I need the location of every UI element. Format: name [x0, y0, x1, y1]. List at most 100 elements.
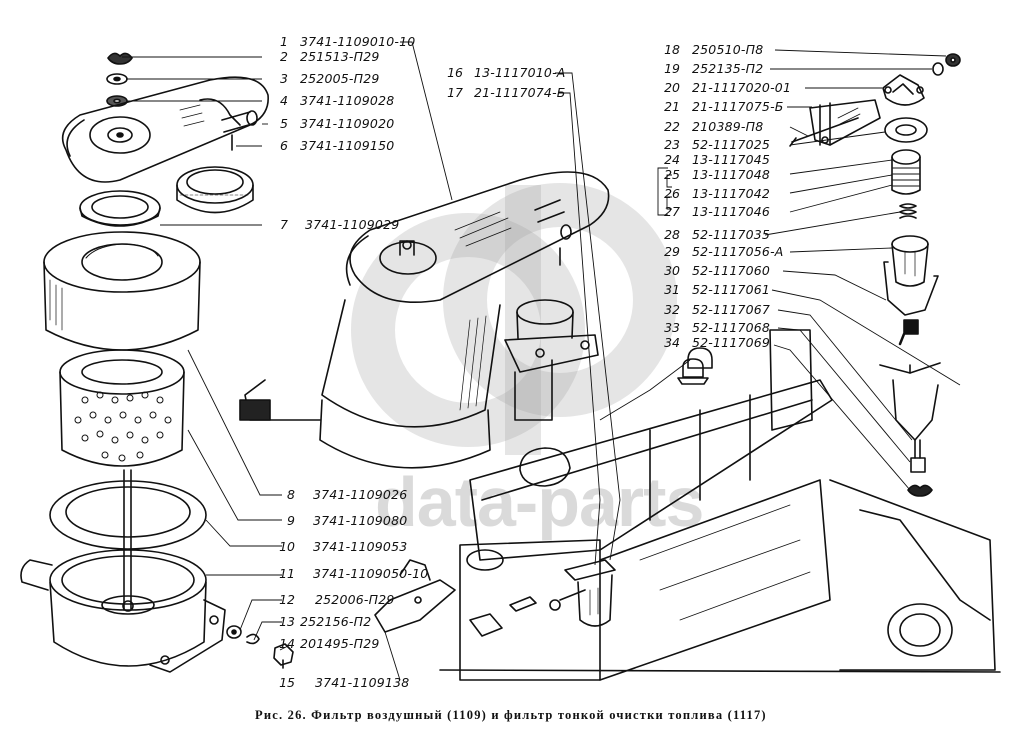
- callout-number: 1: [280, 34, 288, 49]
- bowl-clamp-30-icon: [883, 261, 939, 346]
- callout-number: 22: [664, 119, 680, 134]
- filter-cover-icon: [61, 76, 269, 183]
- part-code: 3741-1109050-10: [313, 566, 429, 581]
- part-code: 52-1117035: [692, 227, 771, 242]
- gasket-ring-icon: [176, 166, 254, 214]
- part-code: 52-1117061: [692, 282, 771, 297]
- callout-number: 23: [664, 137, 680, 152]
- callout-number: 21: [664, 99, 680, 114]
- part-code: 3741-1109138: [315, 675, 410, 690]
- part-code: 52-1117067: [692, 302, 771, 317]
- part-code: 210389-П8: [692, 119, 764, 134]
- part-code: 13-1117048: [692, 167, 771, 182]
- part-code: 3741-1109020: [300, 116, 395, 131]
- part-code: 13-1117042: [692, 186, 771, 201]
- part-code: 21-1117020-01: [692, 80, 792, 95]
- part-code: 252156-П2: [300, 614, 372, 629]
- figure-caption: Рис. 26. Фильтр воздушный (1109) и фильт…: [255, 708, 767, 722]
- part-code: 21-1117075-Б: [692, 99, 784, 114]
- callout-number: 20: [664, 80, 680, 95]
- callout-number: 8: [287, 487, 295, 502]
- filter-cap-20-icon: [882, 74, 925, 106]
- callout-number: 25: [664, 167, 680, 182]
- callout-number: 9: [287, 513, 295, 528]
- callout-number: 7: [280, 217, 288, 232]
- callout-number: 30: [664, 263, 680, 278]
- part-code: 52-1117025: [692, 137, 771, 152]
- callout-number: 14: [279, 636, 295, 651]
- bolt-14-icon: [273, 643, 294, 669]
- callout-number: 6: [280, 138, 288, 153]
- wing-nut-33-icon: [907, 484, 933, 497]
- seal-ring-icon: [79, 190, 161, 227]
- washer-12-icon: [226, 625, 242, 639]
- part-code: 13-1117046: [692, 204, 771, 219]
- part-code: 13-1117045: [692, 152, 771, 167]
- part-code: 3741-1109026: [313, 487, 408, 502]
- callout-number: 28: [664, 227, 680, 242]
- clamp-wire-31-icon: [879, 362, 941, 441]
- nut-18-icon: [945, 53, 961, 67]
- part-code: 52-1117060: [692, 263, 771, 278]
- callout-number: 12: [279, 592, 295, 607]
- lock-washer-13-icon: [246, 633, 260, 645]
- spring-28-icon: [899, 203, 917, 219]
- assembled-air-filter-icon: [239, 171, 610, 469]
- rod-icon: [123, 469, 132, 611]
- part-code: 3741-1109053: [313, 539, 408, 554]
- part-code: 13-1117010-А: [474, 65, 566, 80]
- callout-number: 27: [664, 204, 680, 219]
- washer-19-icon: [932, 62, 944, 76]
- connector-pipe-icon: [504, 299, 599, 421]
- callout-number: 16: [447, 65, 463, 80]
- callout-number: 19: [664, 61, 680, 76]
- callout-number: 32: [664, 302, 680, 317]
- filter-element-24-icon: [891, 149, 921, 195]
- gasket-23-icon: [884, 117, 928, 143]
- part-code: 52-1117069: [692, 335, 771, 350]
- callout-number: 11: [279, 566, 295, 581]
- part-code: 3741-1109150: [300, 138, 395, 153]
- part-code: 3741-1109029: [305, 217, 400, 232]
- part-code: 3741-1109010-10: [300, 34, 416, 49]
- filter-body-icon: [20, 549, 226, 673]
- callout-number: 31: [664, 282, 680, 297]
- callout-number: 29: [664, 244, 680, 259]
- callout-number: 26: [664, 186, 680, 201]
- part-code: 52-1117068: [692, 320, 771, 335]
- sealing-ring-icon: [49, 480, 207, 550]
- part-code: 250510-П8: [692, 42, 764, 57]
- screw-32-icon: [910, 439, 926, 473]
- callout-number: 34: [664, 335, 680, 350]
- callout-number: 4: [280, 93, 288, 108]
- callout-number: 13: [279, 614, 295, 629]
- part-code: 252006-П29: [315, 592, 395, 607]
- filter-housing-icon: [43, 231, 201, 351]
- part-code: 251513-П29: [300, 49, 380, 64]
- wing-nut-icon: [107, 52, 133, 65]
- part-code: 52-1117056-А: [692, 244, 784, 259]
- callout-number: 2: [280, 49, 288, 64]
- washer-icon: [106, 73, 128, 85]
- filter-element-icon: [59, 349, 185, 467]
- leader-lines: [122, 41, 961, 681]
- part-code: 3741-1109028: [300, 93, 395, 108]
- part-code: 252005-П29: [300, 71, 380, 86]
- callout-number: 33: [664, 320, 680, 335]
- callout-number: 18: [664, 42, 680, 57]
- part-code: 201495-П29: [300, 636, 380, 651]
- callout-number: 10: [279, 539, 295, 554]
- callout-number: 24: [664, 152, 680, 167]
- part-code: 252135-П2: [692, 61, 764, 76]
- bracket-left-icon: [469, 596, 537, 637]
- callout-number: 5: [280, 116, 288, 131]
- callout-number: 15: [279, 675, 295, 690]
- sediment-bowl-29-icon: [891, 235, 929, 287]
- callout-number: 3: [280, 71, 288, 86]
- callout-number: 17: [447, 85, 463, 100]
- fitting-34-icon: [677, 358, 709, 385]
- engine-block-icon: [439, 329, 1001, 681]
- part-code: 3741-1109080: [313, 513, 408, 528]
